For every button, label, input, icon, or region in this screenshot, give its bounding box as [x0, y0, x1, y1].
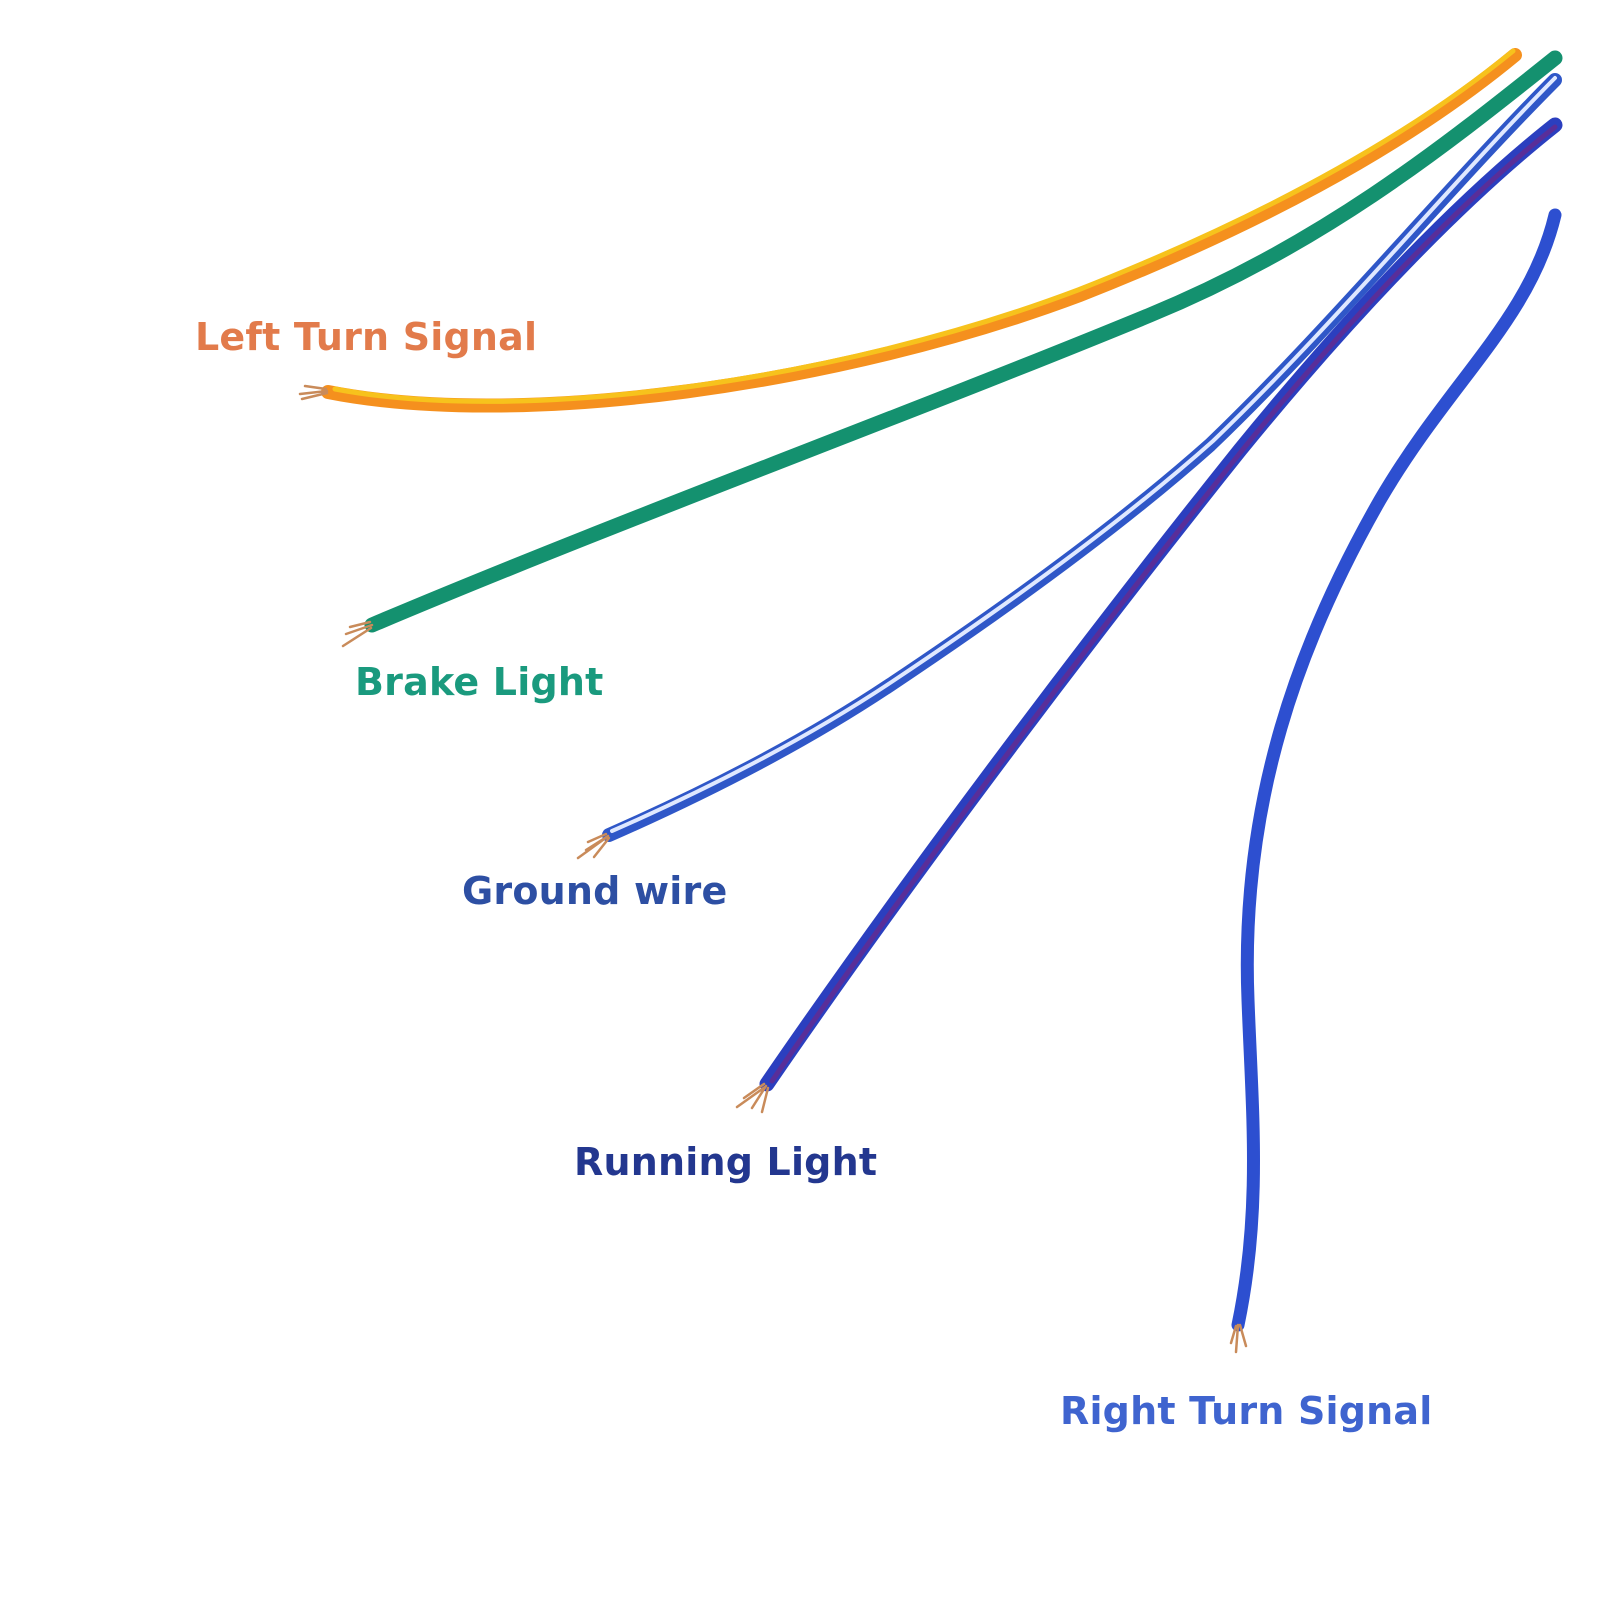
wire-right-turn-copper-tip — [1229, 1323, 1248, 1354]
wire-brake-copper-tip — [341, 620, 374, 648]
wire-ground-copper-tip — [576, 832, 611, 860]
label-ground-wire: Ground wire — [462, 869, 728, 913]
wire-running — [735, 117, 1563, 1114]
wire-running-stripe — [769, 124, 1558, 1084]
wire-running-copper-tip — [735, 1082, 770, 1114]
wire-right-turn — [1229, 208, 1562, 1354]
wire-left-turn-copper-tip — [298, 384, 329, 401]
label-right-turn-signal: Right Turn Signal — [1060, 1389, 1433, 1433]
wire-left-turn — [298, 48, 1522, 413]
label-left-turn-signal: Left Turn Signal — [195, 315, 538, 359]
wire-ground — [576, 73, 1562, 860]
label-brake-light: Brake Light — [355, 660, 604, 704]
wire-right-turn-insulation — [1231, 208, 1562, 1332]
wire-left-turn-insulation — [321, 48, 1522, 413]
wire-brake-insulation — [364, 50, 1563, 633]
wire-ground-stripe — [610, 76, 1557, 833]
label-running-light: Running Light — [574, 1140, 878, 1184]
wire-brake — [341, 50, 1563, 648]
wire-left-turn-stripe — [332, 48, 1516, 404]
